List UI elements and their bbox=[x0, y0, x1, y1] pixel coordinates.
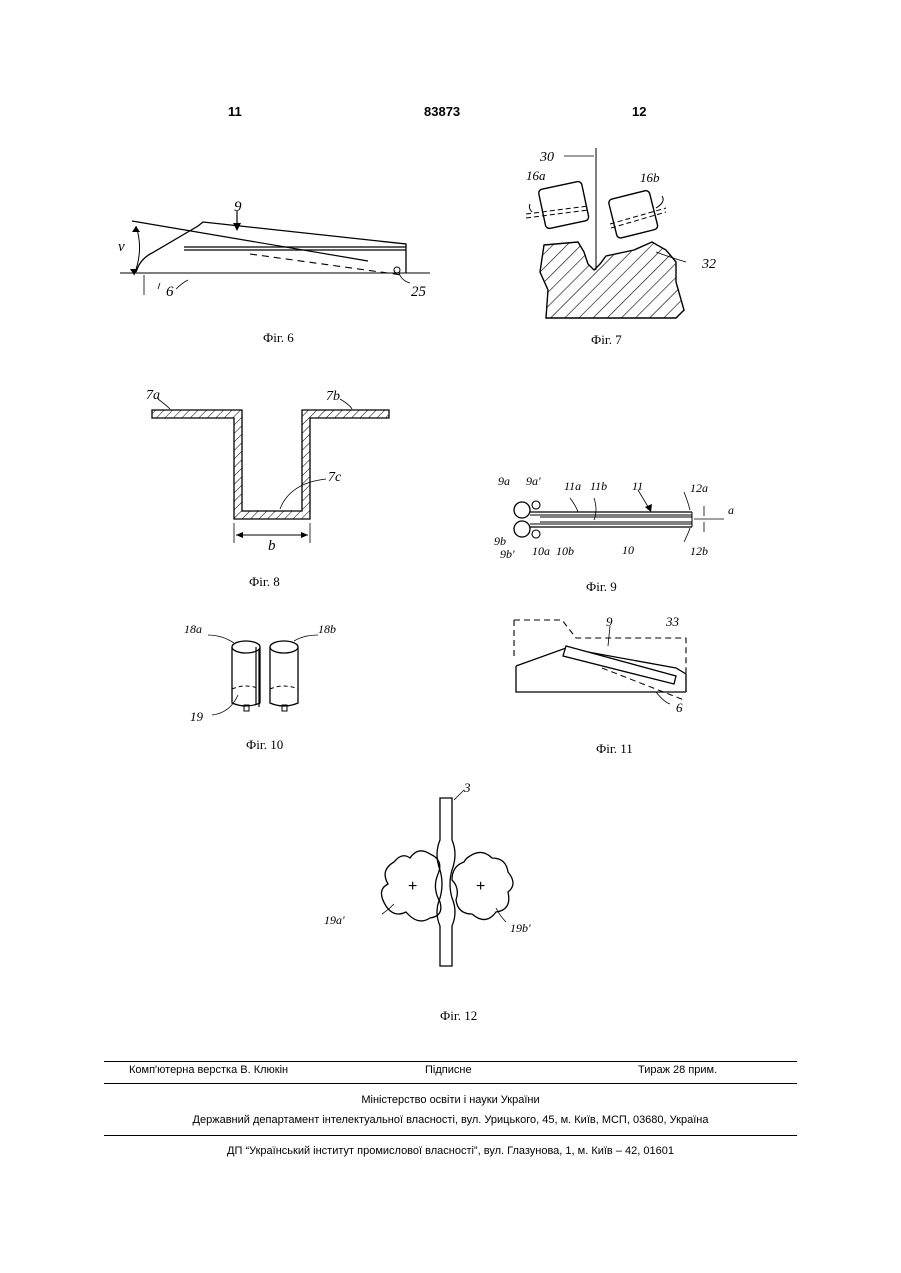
fig9-label-9a-prime: 9a' bbox=[526, 474, 541, 488]
figure-6-caption: Фіг. 6 bbox=[263, 330, 294, 346]
figure-10-caption: Фіг. 10 bbox=[246, 737, 283, 753]
fig9-label-10b: 10b bbox=[556, 544, 574, 558]
figure-7-drawing: 30 16a 16b 32 bbox=[516, 140, 726, 350]
fig12-label-19a-prime: 19a' bbox=[324, 913, 345, 927]
footer-ministry: Міністерство освіти і науки України bbox=[0, 1094, 901, 1106]
fig11-label-33: 33 bbox=[665, 614, 680, 629]
footer-circulation: Тираж 28 прим. bbox=[638, 1064, 717, 1076]
fig9-label-11a: 11a bbox=[564, 479, 581, 493]
footer-typesetting: Комп'ютерна верстка В. Клюкін bbox=[129, 1064, 288, 1076]
fig7-label-16b: 16b bbox=[640, 170, 660, 185]
fig6-label-angle: v bbox=[118, 239, 125, 255]
fig8-label-7c: 7c bbox=[328, 470, 342, 485]
fig9-label-10a: 10a bbox=[532, 544, 550, 558]
footer-institute: ДП “Український інститут промислової вла… bbox=[0, 1145, 901, 1157]
fig11-label-6: 6 bbox=[676, 700, 683, 715]
fig12-right-center-mark: + bbox=[476, 878, 485, 895]
fig9-label-12b: 12b bbox=[690, 544, 708, 558]
left-page-number: 11 bbox=[228, 104, 242, 119]
fig12-label-19b-prime: 19b' bbox=[510, 921, 531, 935]
fig11-label-9: 9 bbox=[606, 614, 613, 629]
fig8-label-7a: 7a bbox=[146, 388, 160, 403]
footer-subscription: Підписне bbox=[425, 1064, 472, 1076]
fig7-label-16a: 16a bbox=[526, 168, 546, 183]
fig10-label-19: 19 bbox=[190, 709, 204, 724]
figure-12-drawing: + + 3 19a' 19b' bbox=[348, 780, 548, 980]
fig10-label-18b: 18b bbox=[318, 622, 336, 636]
fig6-label-25: 25 bbox=[411, 284, 427, 300]
footer-rule-middle bbox=[104, 1083, 797, 1084]
footer-rule-top bbox=[104, 1061, 797, 1062]
figure-10-drawing: 18a 18b 19 bbox=[178, 617, 358, 737]
fig9-label-11: 11 bbox=[632, 479, 643, 493]
figure-11-drawing: 9 33 6 bbox=[506, 608, 706, 728]
fig9-label-11b: 11b bbox=[590, 479, 607, 493]
fig9-label-10: 10 bbox=[622, 543, 634, 557]
fig9-label-9b: 9b bbox=[494, 534, 506, 548]
figure-6-drawing: 9 v 6 25 bbox=[110, 195, 440, 305]
figure-8-caption: Фіг. 8 bbox=[249, 574, 280, 590]
fig8-label-b: b bbox=[268, 538, 276, 554]
fig7-label-32: 32 bbox=[701, 257, 716, 272]
fig8-label-7b: 7b bbox=[326, 389, 340, 404]
fig12-label-3: 3 bbox=[463, 780, 471, 795]
footer-rule-bottom bbox=[104, 1135, 797, 1136]
fig12-left-center-mark: + bbox=[408, 878, 417, 895]
fig9-label-9a: 9a bbox=[498, 474, 510, 488]
fig9-label-12a: 12a bbox=[690, 481, 708, 495]
figure-8-drawing: 7a 7b 7c b bbox=[140, 383, 400, 563]
fig9-label-9b-prime: 9b' bbox=[500, 547, 515, 561]
fig9-label-a: a bbox=[728, 503, 734, 517]
figure-9-drawing: 9a 9a' 11a 11b 11 12a a 9b 9b' 10a 10b 1… bbox=[494, 470, 744, 570]
fig10-label-18a: 18a bbox=[184, 622, 202, 636]
right-page-number: 12 bbox=[632, 104, 646, 119]
footer-department: Державний департамент інтелектуальної вл… bbox=[0, 1114, 901, 1126]
figure-9-caption: Фіг. 9 bbox=[586, 579, 617, 595]
fig6-label-6: 6 bbox=[166, 284, 174, 300]
fig7-label-30: 30 bbox=[539, 150, 554, 165]
patent-number: 83873 bbox=[424, 104, 460, 119]
figure-12-caption: Фіг. 12 bbox=[440, 1008, 477, 1024]
fig6-label-9: 9 bbox=[234, 199, 242, 215]
figure-7-caption: Фіг. 7 bbox=[591, 332, 622, 348]
figure-11-caption: Фіг. 11 bbox=[596, 741, 633, 757]
